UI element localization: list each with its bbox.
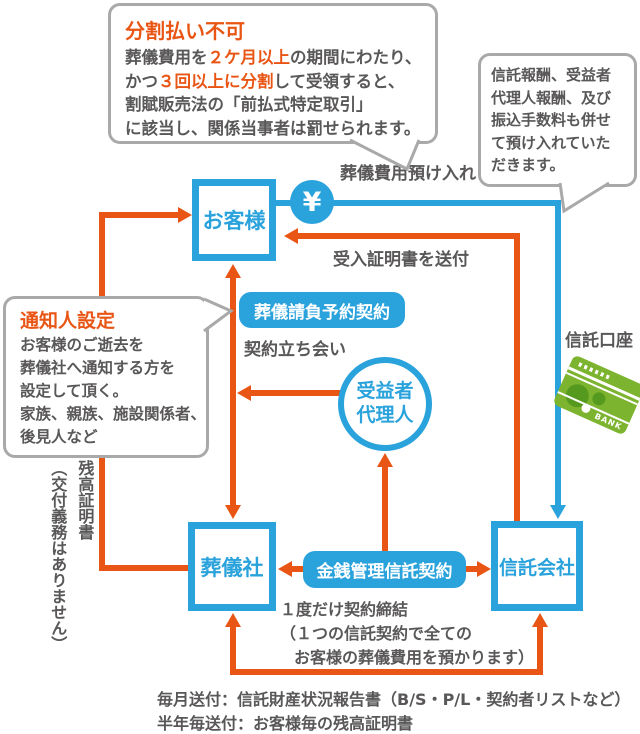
agent-witness-arrowhead [237, 385, 251, 401]
installment-line2-em: ３回以上に分割 [158, 71, 274, 91]
customer-node: お客様 [192, 179, 276, 261]
receipt-line [298, 233, 520, 521]
installment-line1-pre: 葬儀費用を [125, 48, 208, 67]
funeral-company-label: 葬儀社 [200, 555, 264, 580]
beneficiary-agent-line1: 受益者 [356, 380, 414, 403]
loop-arrow-funeral [225, 613, 241, 627]
one-contract-line1: １度だけ契約締結 [280, 600, 409, 619]
arrow-up-customer [225, 264, 241, 278]
loop-arrow-trust [532, 613, 548, 627]
trust-company-node: 信託会社 [491, 521, 583, 611]
one-contract-line3: お客様の葬儀費用を預かります） [294, 648, 535, 667]
trust-contract-badge: 金銭管理信託契約 [303, 551, 466, 588]
card-logo-circle-white [580, 402, 592, 415]
receipt-arrowhead [284, 228, 298, 244]
trust-contract-label: 金銭管理信託契約 [316, 562, 453, 582]
semiannual-report-label: 半年毎送付：お客様毎の残高証明書 [157, 714, 414, 733]
installment-line1-post: の期間にわたり、 [290, 48, 422, 67]
badge-agent-arrowhead [377, 453, 393, 467]
deposit-arrowhead [550, 505, 566, 519]
notifier-callout: 通知人設定 お客様のご逝去を 葬儀社へ通知する方を 設定して頂く。 家族、親族、… [3, 296, 209, 458]
notifier-line4: 家族、親族、施設関係者、 [20, 404, 207, 423]
bank-card: BANK [552, 354, 640, 436]
installment-line2: かつ３回以上に分割して受領すると、 [125, 70, 421, 94]
deposit-label: 葬儀費用預け入れ [340, 164, 476, 184]
beneficiary-agent-line2: 代理人 [356, 404, 414, 426]
one-contract-line2: （１つの信託契約で全ての [280, 624, 473, 643]
badge-trust-arrowhead [477, 561, 491, 577]
arrow-down-funeral [225, 505, 241, 519]
notifier-line3: 設定して頂く。 [20, 381, 129, 400]
witness-label: 契約立ち会い [244, 340, 346, 360]
receipt-label: 受入証明書を送付 [333, 250, 469, 270]
funeral-contract-badge: 葬儀請負予約契約 [239, 292, 405, 328]
yen-symbol: ¥ [302, 186, 322, 218]
installment-line1-em: ２ケ月以上 [207, 48, 291, 67]
installment-line3: 割賦販売法の「前払式特定取引」 [125, 95, 373, 115]
trust-fee-callout: 信託報酬、受益者代理人報酬、及び振込手数料も併せて預け入れていただきます。 [478, 53, 637, 187]
card-logo-circle-small [590, 390, 608, 408]
customer-label: お客様 [202, 209, 266, 233]
balance-cert-arrowhead [178, 207, 192, 223]
notifier-callout-title: 通知人設定 [20, 310, 116, 332]
installment-callout-title: 分割払い不可 [125, 19, 245, 43]
installment-line2-pre: かつ [125, 71, 158, 91]
beneficiary-agent-node: 受益者 代理人 [338, 357, 432, 451]
badge-funeral-arrowhead [278, 561, 292, 577]
yen-icon: ¥ [290, 180, 334, 224]
monthly-report-label: 毎月送付：信託財産状況報告書（B/S・P/L・契約者リストなど） [157, 690, 631, 709]
notifier-line5: 後見人など [20, 427, 98, 446]
bottom-loop-line [230, 625, 543, 675]
installment-line2-post: して受領すると、 [273, 71, 405, 91]
notifier-line1: お客様のご逝去を [20, 336, 145, 354]
installment-line4: に該当し、関係当事者は罰せられます。 [125, 118, 421, 138]
installment-line1: 葬儀費用を２ケ月以上の期間にわたり、 [125, 46, 421, 70]
funeral-company-node: 葬儀社 [188, 522, 276, 611]
trust-account-label: 信託口座 [565, 331, 633, 351]
bank-card-icon: BANK [552, 350, 640, 448]
installment-callout: 分割払い不可 葬儀費用を２ケ月以上の期間にわたり、 かつ３回以上に分割して受領す… [108, 3, 438, 144]
trust-company-label: 信託会社 [498, 556, 575, 579]
trust-fee-text: 信託報酬、受益者代理人報酬、及び振込手数料も併せて預け入れていただきます。 [491, 66, 612, 174]
funeral-contract-label: 葬儀請負予約契約 [254, 302, 390, 323]
notifier-line2: 葬儀社へ通知する方を [20, 358, 176, 377]
balance-cert-vertical-label: 残高証明書 （交付義務はありません） [48, 460, 95, 652]
